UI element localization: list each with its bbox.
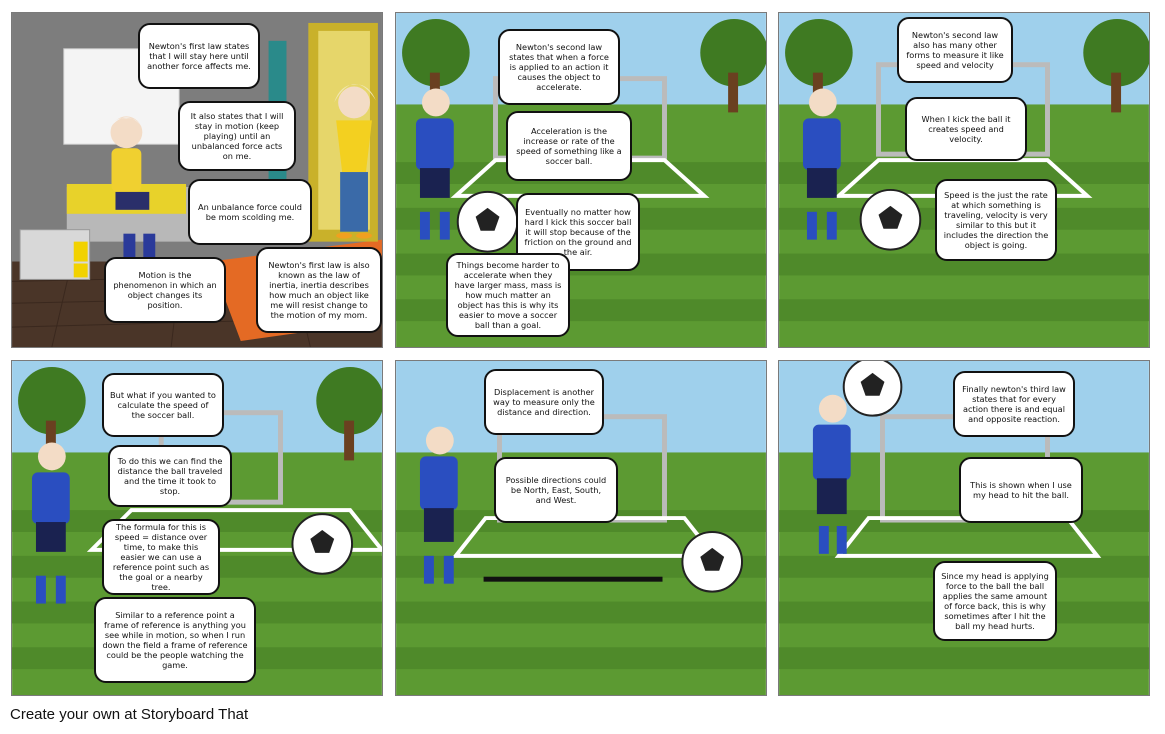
speech-bubble-inertia: Newton's first law is also known as the … — [256, 247, 382, 333]
speech-bubble-acceleration: Acceleration is the increase or rate of … — [506, 111, 632, 181]
storyboard-that-credit[interactable]: Create your own at Storyboard That — [10, 706, 249, 723]
speech-bubble-first-law: Newton's first law states that I will st… — [138, 23, 260, 89]
panel-5-field: Displacement is another way to measure o… — [395, 360, 767, 696]
speech-bubble-calculate-speed: But what if you wanted to calculate the … — [102, 373, 224, 437]
speech-bubble-formula: The formula for this is speed = distance… — [102, 519, 220, 595]
speech-bubble-distance-time: To do this we can find the distance the … — [108, 445, 232, 507]
panel-3-field: Newton's second law also has many other … — [778, 12, 1150, 348]
speech-bubble-head-hurts: Since my head is applying force to the b… — [933, 561, 1057, 641]
panel-1-bedroom: Newton's first law states that I will st… — [11, 12, 383, 348]
speech-bubble-second-law: Newton's second law states that when a f… — [498, 29, 620, 105]
speech-bubble-unbalanced-force: An unbalance force could be mom scolding… — [188, 179, 312, 245]
speech-bubble-speed-velocity: When I kick the ball it creates speed an… — [905, 97, 1027, 161]
panel-6-field: Finally newton's third law states that f… — [778, 360, 1150, 696]
speech-bubble-directions: Possible directions could be North, East… — [494, 457, 618, 523]
speech-bubble-displacement: Displacement is another way to measure o… — [484, 369, 604, 435]
speech-bubble-speed-definition: Speed is the just the rate at which some… — [935, 179, 1057, 261]
speech-bubble-other-forms: Newton's second law also has many other … — [897, 17, 1013, 83]
speech-bubble-head-ball: This is shown when I use my head to hit … — [959, 457, 1083, 523]
speech-bubble-stay-in-motion: It also states that I will stay in motio… — [178, 101, 296, 171]
panel-2-field: Newton's second law states that when a f… — [395, 12, 767, 348]
panel-4-field: But what if you wanted to calculate the … — [11, 360, 383, 696]
speech-bubble-motion: Motion is the phenomenon in which an obj… — [104, 257, 226, 323]
speech-bubble-mass: Things become harder to accelerate when … — [446, 253, 570, 337]
speech-bubble-frame-of-reference: Similar to a reference point a frame of … — [94, 597, 256, 683]
speech-bubble-third-law: Finally newton's third law states that f… — [953, 371, 1075, 437]
